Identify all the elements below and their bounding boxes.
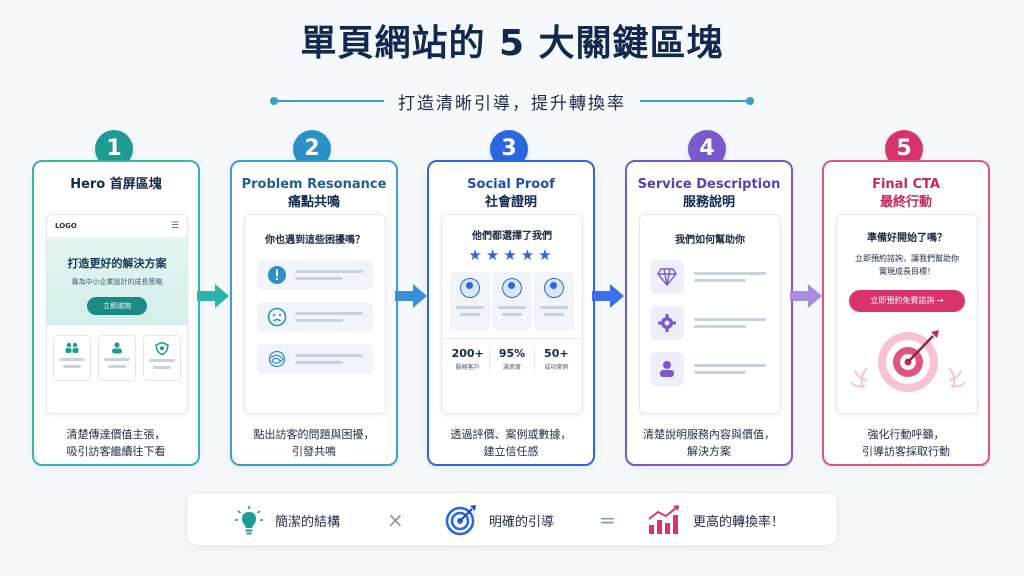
testimonial-card — [492, 272, 532, 330]
step-3-caption: 透過評價、案例或數據， 建立信任感 — [450, 428, 572, 458]
final-cta-mockup: 準備好開始了嗎？ 立即預約諮詢，讓我們幫助你 實現成長目標！ 立即預約免費諮詢 … — [836, 214, 978, 414]
diamond-icon — [657, 268, 677, 286]
hero-subline: 專為中小企業設計的成長策略 — [71, 278, 163, 286]
times-operator: × — [387, 508, 404, 532]
service-heading: 我們如何幫助你 — [675, 235, 745, 246]
alert-icon — [268, 266, 286, 284]
feature-box — [53, 335, 91, 381]
gear-icon — [658, 314, 676, 332]
testimonial-row — [442, 264, 582, 330]
step-2-title: Problem Resonance 痛點共鳴 — [241, 177, 387, 210]
step-4-caption: 清楚說明服務內容與價值， 解決方案 — [643, 428, 775, 458]
tangle-icon — [268, 350, 286, 368]
avatar — [544, 278, 564, 298]
step-2-caption: 點出訪客的問題與困擾， 引發共鳴 — [253, 428, 375, 458]
target-icon — [850, 330, 966, 392]
step-4-card: Service Description 服務說明 我們如何幫助你 清楚說明服務內… — [625, 160, 793, 466]
hero-cta-button: 立即諮詢 — [87, 297, 147, 315]
feature-box — [143, 335, 181, 381]
cta-text: 立即預約諮詢，讓我們幫助你 實現成長目標！ — [855, 254, 959, 276]
avatar — [460, 278, 480, 298]
pain-point-row — [257, 260, 373, 290]
feature-box — [98, 335, 136, 381]
social-proof-heading: 他們都選擇了我們 — [472, 231, 552, 242]
lightbulb-icon — [235, 506, 263, 535]
hero-mockup: LOGO ☰ 打造更好的解決方案 專為中小企業設計的成長策略 立即諮詢 — [46, 214, 188, 414]
step-1-caption: 清楚傳達價值主張， 吸引訪客繼續往下看 — [66, 428, 166, 458]
arrow-right-icon — [790, 284, 822, 308]
subtitle-row: 打造清晰引導，提升轉換率 — [0, 88, 1024, 114]
step-3-title: Social Proof 社會證明 — [467, 177, 555, 210]
step-5-title: Final CTA 最終行動 — [872, 177, 940, 210]
step-5-card: Final CTA 最終行動 準備好開始了嗎？ 立即預約諮詢，讓我們幫助你 實現… — [822, 160, 990, 466]
social-proof-mockup: 他們都選擇了我們 ★★★★★ 200+服務客戶 95%滿意度 50+成功案例 — [441, 214, 583, 414]
cta-heading: 準備好開始了嗎？ — [867, 233, 947, 244]
stat-item: 50+成功案例 — [533, 347, 578, 371]
stats-row: 200+服務客戶 95%滿意度 50+成功案例 — [442, 338, 582, 371]
cta-button: 立即預約免費諮詢 → — [849, 290, 965, 312]
team-icon — [65, 342, 79, 353]
pain-point-row — [257, 344, 373, 374]
hero-mock-nav: LOGO ☰ — [47, 215, 187, 237]
formula-bar: 簡潔的結構 × 明確的引導 = 更高的轉換率！ — [186, 492, 838, 546]
logo: LOGO — [55, 222, 77, 230]
shield-heart-icon — [155, 342, 169, 355]
stat-item: 95%滿意度 — [489, 347, 533, 371]
page-subtitle: 打造清晰引導，提升轉換率 — [398, 93, 626, 114]
formula-result: 更高的轉換率！ — [647, 493, 784, 547]
formula-item-structure: 簡潔的結構 — [235, 493, 340, 547]
testimonial-card — [534, 272, 574, 330]
hamburger-icon: ☰ — [170, 221, 179, 231]
equals-operator: = — [599, 508, 616, 532]
step-1-card: Hero 首屏區塊 LOGO ☰ 打造更好的解決方案 專為中小企業設計的成長策略… — [32, 160, 200, 466]
growth-chart-icon — [648, 505, 679, 534]
step-1-title: Hero 首屏區塊 — [70, 177, 162, 192]
hero-headline: 打造更好的解決方案 — [67, 257, 167, 270]
hero-band: 打造更好的解決方案 專為中小企業設計的成長策略 立即諮詢 — [47, 237, 187, 325]
step-2-card: Problem Resonance 痛點共鳴 你也遇到這些困擾嗎？ 點出訪客的問… — [230, 160, 398, 466]
stat-item: 200+服務客戶 — [451, 347, 484, 371]
step-4-title: Service Description 服務說明 — [637, 177, 781, 210]
step-5-caption: 強化行動呼籲， 引導訪客採取行動 — [862, 428, 950, 458]
service-row — [650, 352, 770, 386]
users-icon — [112, 342, 122, 354]
avatar — [502, 278, 522, 298]
testimonial-card — [450, 272, 490, 330]
arrow-right-icon — [395, 284, 427, 308]
person-icon — [660, 361, 674, 377]
formula-item-guidance: 明確的引導 — [445, 493, 554, 547]
service-mockup: 我們如何幫助你 — [639, 214, 781, 414]
sad-face-icon — [267, 307, 287, 327]
arrow-right-icon — [197, 284, 229, 308]
target-arrow-icon — [445, 505, 476, 536]
rating-stars: ★★★★★ — [468, 246, 556, 264]
problem-question: 你也遇到這些困擾嗎？ — [265, 235, 365, 246]
subtitle-divider-left — [270, 97, 384, 105]
service-row — [650, 306, 770, 340]
hero-feature-row — [47, 325, 187, 391]
page-title: 單頁網站的 5 大關鍵區塊 — [300, 23, 724, 64]
pain-point-row — [257, 302, 373, 332]
service-row — [650, 260, 770, 294]
problem-mockup: 你也遇到這些困擾嗎？ — [244, 214, 386, 414]
step-3-card: Social Proof 社會證明 他們都選擇了我們 ★★★★★ 200+服務客… — [427, 160, 595, 466]
subtitle-divider-right — [640, 97, 754, 105]
arrow-right-icon — [592, 284, 624, 308]
